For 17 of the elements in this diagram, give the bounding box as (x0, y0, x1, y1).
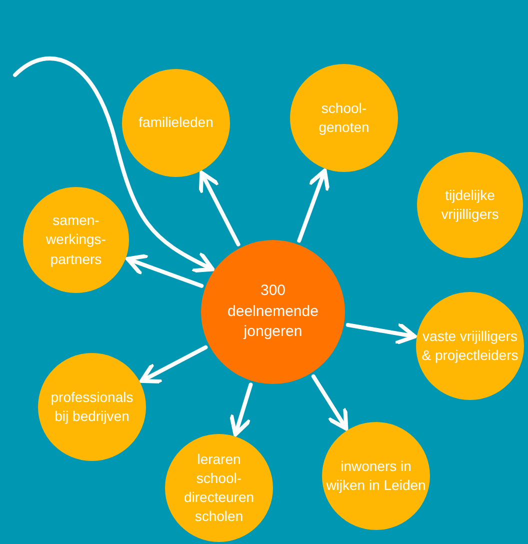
arrow (297, 168, 330, 243)
circle-label: tijdelijke vrijilligers (440, 186, 500, 224)
circle-label: samen- werkings- partners (45, 211, 107, 269)
circle-label: vaste vrijilligers & projectleiders (420, 326, 520, 365)
arrow (140, 345, 208, 384)
arrow (198, 170, 240, 246)
arrow (229, 382, 253, 436)
circle-label: professionals bij bedrijven (50, 388, 134, 426)
circle-label: leraren school- directeuren scholen (182, 450, 256, 526)
circle-label: inwoners in wijken in Leiden (326, 456, 426, 495)
circle-label: familieleden (138, 113, 214, 132)
circle-label: 300 deelnemende jongeren (226, 281, 320, 342)
circle-label: school- genoten (318, 98, 370, 137)
arrow (346, 322, 417, 346)
arrow (126, 254, 204, 288)
arrow (13, 56, 215, 272)
arrow (311, 374, 348, 431)
